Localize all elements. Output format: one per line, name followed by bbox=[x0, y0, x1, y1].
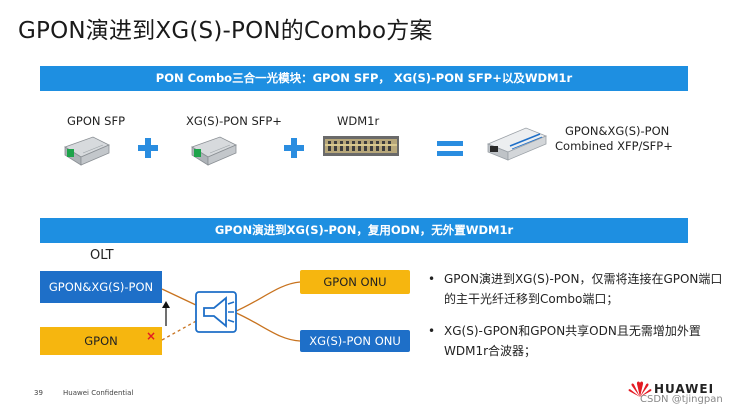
equals-icon bbox=[437, 140, 463, 158]
xgs-sfp-module-icon bbox=[191, 136, 237, 166]
brand-name: HUAWEI bbox=[654, 382, 715, 396]
bullet-item: • GPON演进到XG(S)-PON，仅需将连接在GPON端口的主干光纤迁移到C… bbox=[426, 269, 726, 309]
confidential-note: Huawei Confidential bbox=[63, 389, 134, 397]
gpon-sfp-module-icon bbox=[64, 136, 110, 166]
migrate-arrowhead bbox=[162, 301, 170, 308]
olt-label: OLT bbox=[90, 248, 114, 263]
bullet-text: GPON演进到XG(S)-PON，仅需将连接在GPON端口的主干光纤迁移到Com… bbox=[444, 272, 723, 306]
wdm1r-board-icon bbox=[323, 136, 399, 156]
bullet-dot: • bbox=[428, 272, 436, 286]
bullet-list: • GPON演进到XG(S)-PON，仅需将连接在GPON端口的主干光纤迁移到C… bbox=[426, 269, 726, 373]
fiber-combo-to-splitter bbox=[161, 288, 199, 307]
splitter-icon bbox=[195, 291, 237, 333]
bullet-dot: • bbox=[428, 324, 436, 338]
label-gpon-sfp: GPON SFP bbox=[67, 114, 126, 128]
label-wdm1r: WDM1r bbox=[337, 114, 380, 128]
plus-icon bbox=[138, 138, 158, 158]
plus-icon bbox=[284, 138, 304, 158]
label-combined-line2: Combined XFP/SFP+ bbox=[555, 139, 673, 153]
page-number: 39 bbox=[34, 389, 43, 397]
bullet-item: • XG(S)-GPON和GPON共享ODN且无需增加外置WDM1r合波器； bbox=[426, 321, 726, 361]
xgs-onu-box: XG(S)-PON ONU bbox=[300, 330, 410, 352]
combined-module-icon bbox=[486, 127, 548, 161]
fiber-to-gpon-onu bbox=[233, 281, 301, 313]
disconnect-mark: × bbox=[146, 329, 157, 343]
watermark: CSDN @tjingpan bbox=[640, 394, 723, 405]
label-combined-line1: GPON&XG(S)-PON bbox=[565, 124, 670, 138]
slide-title: GPON演进到XG(S)-PON的Combo方案 bbox=[18, 18, 433, 44]
huawei-logo-icon bbox=[628, 381, 652, 397]
label-xgs-sfp: XG(S)-PON SFP+ bbox=[186, 114, 282, 128]
huawei-logo: HUAWEI bbox=[628, 380, 740, 408]
gpon-onu-box: GPON ONU bbox=[300, 270, 410, 294]
bullet-text: XG(S)-GPON和GPON共享ODN且无需增加外置WDM1r合波器； bbox=[444, 324, 701, 358]
gpon-port-box: GPON bbox=[40, 327, 162, 355]
banner-evolution: GPON演进到XG(S)-PON，复用ODN，无外置WDM1r bbox=[40, 218, 688, 243]
fiber-gpon-dashed bbox=[161, 319, 199, 341]
fiber-to-xgs-onu bbox=[233, 311, 301, 342]
combo-port-box: GPON&XG(S)-PON bbox=[40, 271, 162, 303]
banner-combo-module: PON Combo三合一光模块：GPON SFP， XG(S)-PON SFP+… bbox=[40, 66, 688, 91]
